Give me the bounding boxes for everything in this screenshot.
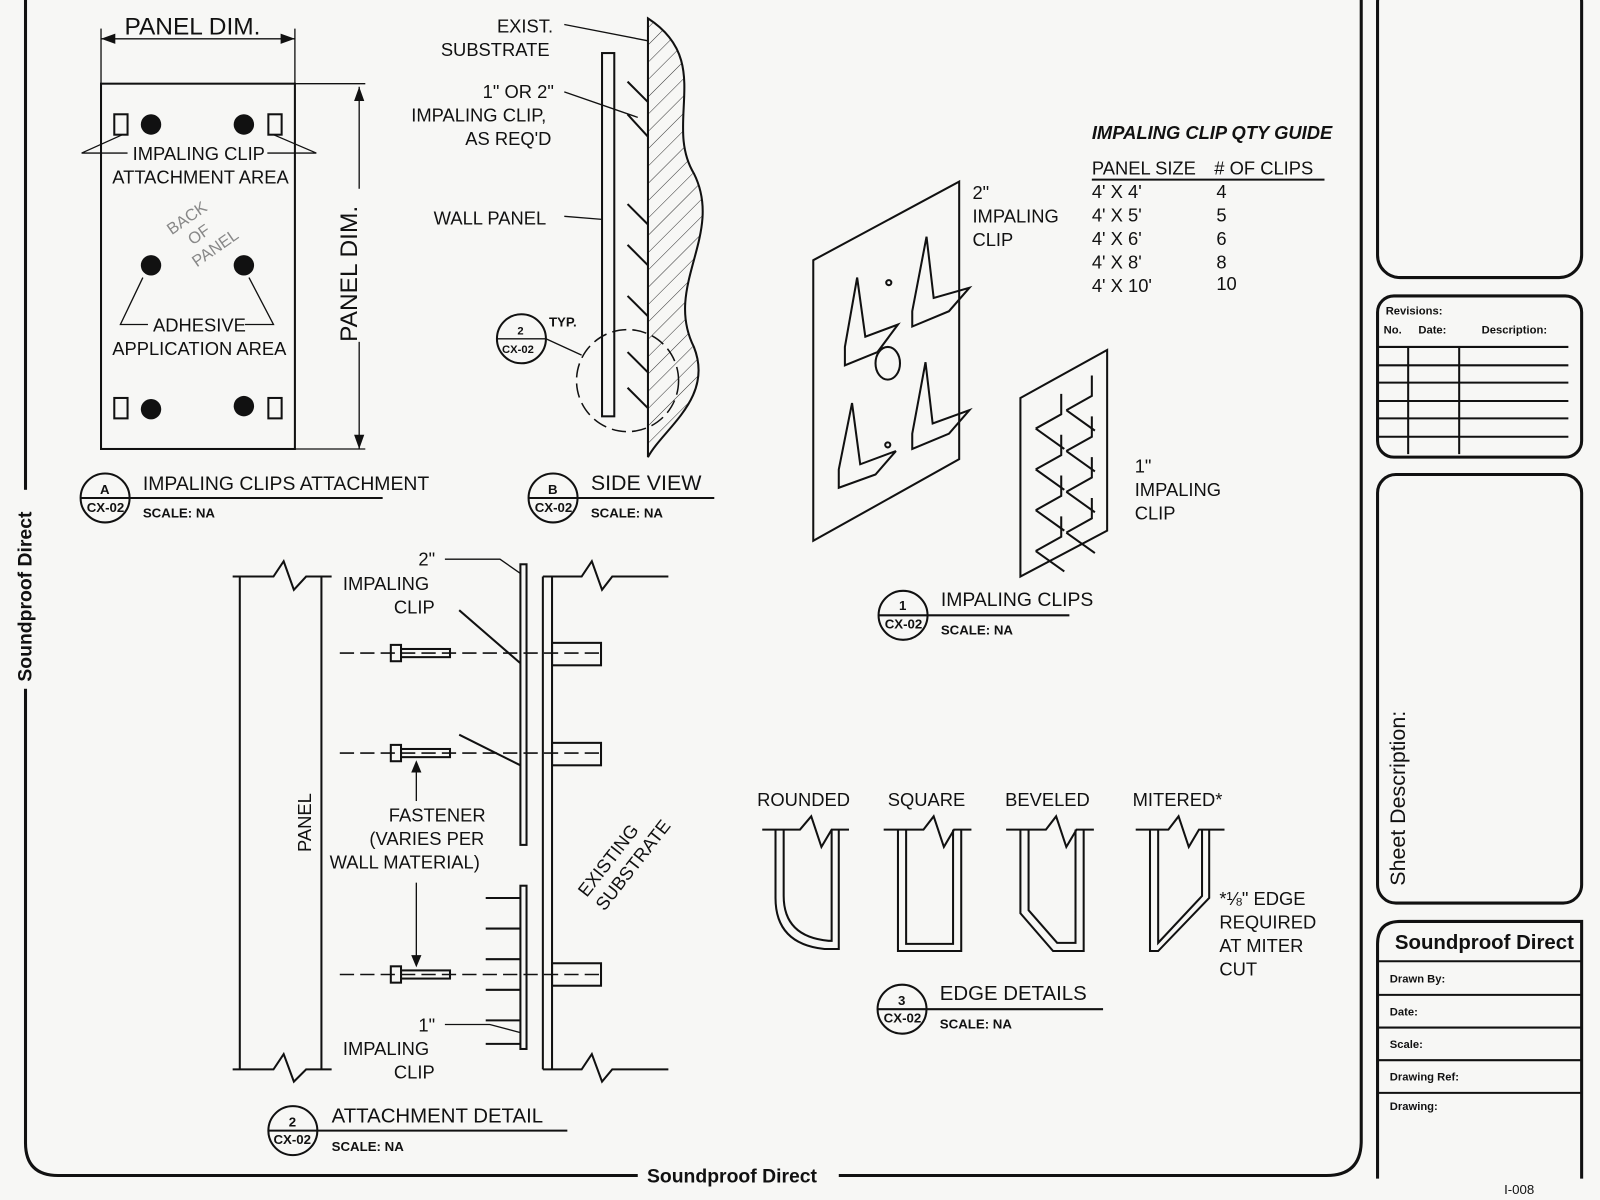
detail-2-fastener-0-text: FASTENER bbox=[389, 804, 486, 825]
qty-guide-rows-2-0-text: 4' X 6' bbox=[1092, 228, 1142, 249]
brand-left: Soundproof Direct bbox=[15, 511, 37, 682]
detail-3-callout-id-text: 3 bbox=[898, 993, 905, 1008]
detail-b-substrate-0-text: EXIST. bbox=[497, 16, 553, 37]
detail-a-scale-text: SCALE: NA bbox=[143, 505, 216, 520]
detail-3-profiles-0-text: ROUNDED bbox=[757, 789, 850, 810]
detail-a-adhesive-area-0-text: ADHESIVE bbox=[153, 315, 246, 336]
revisions-headers-1-text: Date: bbox=[1418, 325, 1446, 337]
detail-1-impaling-clips: 2" IMPALING CLIP 1" IMPALING CLIP 1 CX-0… bbox=[812, 179, 1221, 641]
detail-1-clip2-1-text: IMPALING bbox=[972, 205, 1058, 226]
qty-guide-rows-4-1-text: 10 bbox=[1216, 273, 1236, 294]
title-block-fields-0-text: Drawn By: bbox=[1390, 974, 1445, 986]
detail-a-callout-sheet-text: CX-02 bbox=[87, 500, 125, 515]
detail-2-scale-text: SCALE: NA bbox=[332, 1139, 405, 1154]
detail-3-edge-details: ROUNDED SQUARE BEVELED MITERED* *⅛" EDGE… bbox=[757, 789, 1316, 1035]
detail-2-attachment-detail: PANEL 2" IMPALING CLIP FASTENER (VARIES … bbox=[232, 548, 675, 1157]
qty-guide-headers-1-text: # OF CLIPS bbox=[1214, 157, 1313, 178]
detail-b-wall-panel-text: WALL PANEL bbox=[434, 207, 547, 228]
detail-b-ref-sheet-text: CX-02 bbox=[502, 344, 534, 356]
detail-2-callout-id-text: 2 bbox=[289, 1115, 296, 1130]
detail-2-callout-sheet-text: CX-02 bbox=[273, 1132, 311, 1147]
detail-b-scale-text: SCALE: NA bbox=[591, 505, 664, 520]
sheet-description-label: Sheet Description: bbox=[1386, 711, 1410, 886]
detail-1-clip2-0-text: 2" bbox=[972, 182, 989, 203]
detail-3-profiles-2-text: BEVELED bbox=[1005, 789, 1090, 810]
title-block: Soundproof Direct Drawn By: Date: Scale:… bbox=[1376, 919, 1584, 1197]
detail-2-clip2-2-text: CLIP bbox=[394, 596, 435, 617]
detail-b-clip-0-text: 1" OR 2" bbox=[483, 81, 554, 102]
detail-2-fastener-2-text: WALL MATERIAL) bbox=[330, 851, 480, 872]
sheet-number: I-008 bbox=[1504, 1182, 1534, 1197]
detail-b-clip-2-text: AS REQ'D bbox=[465, 128, 551, 149]
qty-guide-rows-2-1-text: 6 bbox=[1216, 228, 1226, 249]
qty-guide-rows-0-1-text: 4 bbox=[1216, 181, 1226, 202]
detail-a-clip-area-1-text: ATTACHMENT AREA bbox=[112, 167, 289, 188]
qty-guide-rows-3-0-text: 4' X 8' bbox=[1092, 251, 1142, 272]
detail-b-typ-text: TYP. bbox=[549, 315, 577, 330]
detail-1-clip2-2-text: CLIP bbox=[972, 229, 1013, 250]
detail-2-clip1-1-text: IMPALING bbox=[343, 1038, 429, 1059]
detail-b-callout-id-text: B bbox=[548, 482, 558, 497]
detail-b-callout-sheet-text: CX-02 bbox=[535, 500, 573, 515]
detail-3-profiles-1-text: SQUARE bbox=[888, 789, 966, 810]
revisions-title-text: Revisions: bbox=[1386, 305, 1443, 317]
detail-a-callout-id-text: A bbox=[100, 482, 110, 497]
detail-2-clip1-0-text: 1" bbox=[418, 1015, 435, 1036]
detail-3-scale-text: SCALE: NA bbox=[940, 1017, 1013, 1032]
title-block-fields-2-text: Scale: bbox=[1390, 1039, 1423, 1051]
detail-1-clip1-0-text: 1" bbox=[1135, 455, 1152, 476]
detail-1-clip1-1-text: IMPALING bbox=[1135, 479, 1221, 500]
detail-2-title-text: ATTACHMENT DETAIL bbox=[332, 1105, 543, 1127]
brand-bottom: Soundproof Direct bbox=[647, 1166, 818, 1188]
title-block-fields-4-text: Drawing: bbox=[1390, 1101, 1438, 1113]
detail-3-note-1-text: REQUIRED bbox=[1219, 912, 1316, 933]
detail-2-panel-text: PANEL bbox=[294, 793, 315, 852]
impaling-clip-qty-guide-table: IMPALING CLIP QTY GUIDE PANEL SIZE # OF … bbox=[1091, 122, 1333, 296]
sheet-description-panel bbox=[1376, 472, 1584, 905]
revisions-block: Revisions: No. Date: Description: bbox=[1376, 294, 1584, 459]
detail-b-clip-1-text: IMPALING CLIP, bbox=[411, 104, 546, 125]
revisions-headers-2-text: Description: bbox=[1482, 325, 1547, 337]
detail-a-impaling-clips-attachment: PANEL DIM. PANEL DIM. IMPALING CLIP ATTA… bbox=[79, 14, 430, 524]
detail-1-callout-sheet-text: CX-02 bbox=[885, 617, 923, 632]
detail-2-clip1-2-text: CLIP bbox=[394, 1062, 435, 1083]
revisions-headers-0-text: No. bbox=[1384, 325, 1402, 337]
detail-a-clip-area-0-text: IMPALING CLIP bbox=[133, 143, 265, 164]
detail-1-clip1-2-text: CLIP bbox=[1135, 502, 1176, 523]
logo-panel bbox=[1376, 0, 1584, 280]
detail-a-dim-side-text: PANEL DIM. bbox=[336, 206, 363, 342]
title-block-fields-1-text: Date: bbox=[1390, 1006, 1418, 1018]
detail-2-clip2-0-text: 2" bbox=[418, 548, 435, 569]
sheet-border bbox=[23, 0, 1363, 1178]
detail-3-note-2-text: AT MITER bbox=[1219, 935, 1303, 956]
detail-3-profiles-3-text: MITERED* bbox=[1133, 789, 1223, 810]
title-block-company: Soundproof Direct bbox=[1395, 932, 1574, 954]
title-block-fields-3-text: Drawing Ref: bbox=[1390, 1072, 1459, 1084]
qty-guide-rows-1-1-text: 5 bbox=[1216, 204, 1226, 225]
detail-b-side-view: EXIST. SUBSTRATE 1" OR 2" IMPALING CLIP,… bbox=[411, 16, 715, 524]
detail-1-scale-text: SCALE: NA bbox=[941, 623, 1014, 638]
detail-3-note-0-text: *⅛" EDGE bbox=[1219, 888, 1305, 909]
detail-b-ref-id-text: 2 bbox=[517, 326, 523, 338]
qty-guide-rows-1-0-text: 4' X 5' bbox=[1092, 204, 1142, 225]
qty-guide-rows-4-0-text: 4' X 10' bbox=[1092, 275, 1152, 296]
detail-a-dim-top-text: PANEL DIM. bbox=[124, 14, 260, 41]
detail-2-fastener-1-text: (VARIES PER bbox=[369, 828, 484, 849]
qty-guide-rows-0-0-text: 4' X 4' bbox=[1092, 181, 1142, 202]
detail-1-callout-id-text: 1 bbox=[899, 598, 906, 613]
detail-3-callout-sheet-text: CX-02 bbox=[884, 1010, 922, 1025]
detail-3-note-3-text: CUT bbox=[1219, 959, 1257, 980]
detail-3-title-text: EDGE DETAILS bbox=[940, 983, 1087, 1005]
detail-2-clip2-1-text: IMPALING bbox=[343, 573, 429, 594]
qty-guide-headers-0-text: PANEL SIZE bbox=[1092, 157, 1196, 178]
qty-guide-rows-3-1-text: 8 bbox=[1216, 251, 1226, 272]
detail-1-title-text: IMPALING CLIPS bbox=[941, 589, 1094, 611]
detail-a-title-text: IMPALING CLIPS ATTACHMENT bbox=[143, 473, 430, 495]
detail-a-adhesive-area-1-text: APPLICATION AREA bbox=[112, 338, 287, 359]
detail-b-title-text: SIDE VIEW bbox=[591, 471, 702, 495]
qty-guide-title-text: IMPALING CLIP QTY GUIDE bbox=[1092, 122, 1333, 143]
detail-b-substrate-1-text: SUBSTRATE bbox=[441, 39, 550, 60]
